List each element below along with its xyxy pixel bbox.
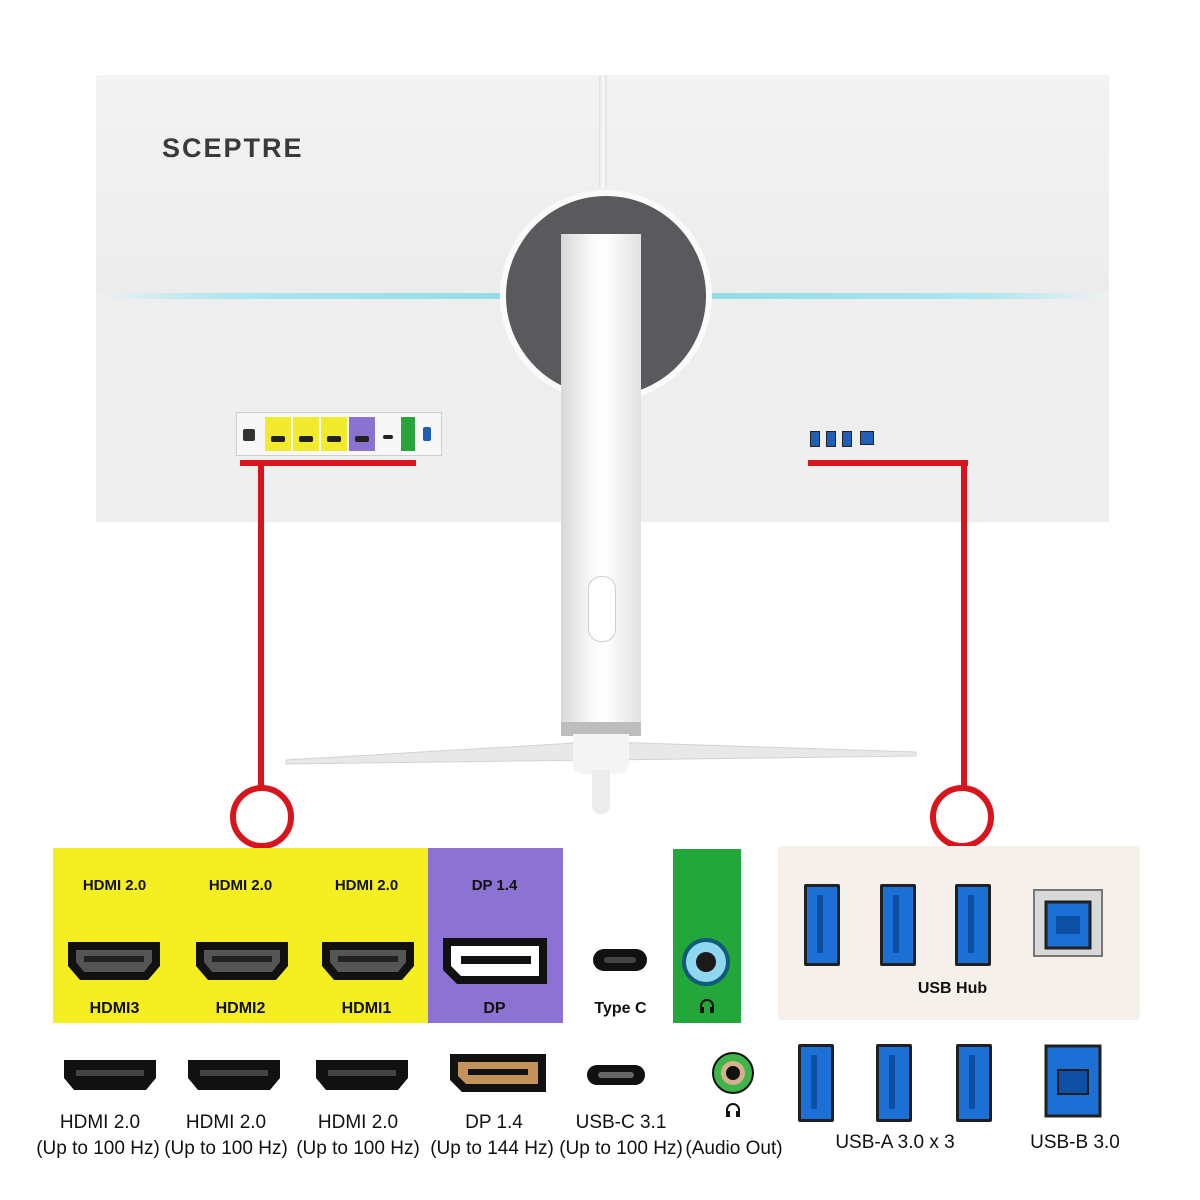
usb-a-port-icon (798, 1044, 834, 1122)
port-label-hdmi1: HDMI1 (341, 1000, 392, 1017)
stand-collar (561, 722, 641, 736)
bottom-label-usb-a: USB-A 3.0 x 3 (835, 1132, 955, 1153)
usb-a-port-icon (956, 1044, 992, 1122)
bottom-label-hdmi-3: HDMI 2.0 (59, 1112, 141, 1133)
port-title-dp: DP 1.4 (471, 877, 518, 894)
bottom-label-usb-c: USB-C 3.1 (575, 1112, 667, 1133)
monitor-usb-strip (810, 431, 882, 449)
bottom-label-audio-out: (Audio Out) (685, 1138, 783, 1159)
hdmi-port-icon (196, 942, 288, 980)
ambient-light-strip-left (96, 293, 526, 299)
callout-line-right-top (808, 460, 968, 466)
usb-a-thumb (810, 431, 820, 447)
port-label-dp: DP (483, 1000, 506, 1017)
usb-b-3-port-icon (1044, 1044, 1102, 1118)
stand-front-leg (592, 770, 610, 814)
bottom-label-hdmi-1: HDMI 2.0 (317, 1112, 399, 1133)
port-label-type-c: Type C (594, 1000, 647, 1017)
audio-jack-icon (682, 938, 730, 986)
stand-neck (561, 234, 641, 734)
usb-c-cable-port-icon (587, 1065, 645, 1085)
port-title-hdmi1: HDMI 2.0 (334, 877, 399, 894)
callout-line-right-vertical (961, 460, 967, 790)
hdmi3-port-thumb (265, 417, 291, 451)
dp-port-thumb (349, 417, 375, 451)
hdmi2-port-thumb (293, 417, 319, 451)
monitor-port-strip (236, 412, 442, 456)
audio-port-thumb (401, 417, 415, 451)
hdmi-ports-panel (53, 848, 428, 1023)
hdmi1-port-thumb (321, 417, 347, 451)
cable-management-slot (588, 576, 616, 642)
power-port-icon (243, 429, 255, 441)
usb-port-thumb (423, 427, 431, 441)
bottom-label-hdmi-1-rate: (Up to 100 Hz) (296, 1138, 420, 1159)
bottom-label-hdmi-2-rate: (Up to 100 Hz) (164, 1138, 288, 1159)
usb-b-thumb (860, 431, 874, 445)
usb-b-port-icon (1033, 889, 1103, 957)
callout-line-left-vertical (258, 460, 264, 790)
bottom-label-usb-b: USB-B 3.0 (1030, 1132, 1120, 1153)
usb-a-port-icon (804, 884, 840, 966)
monitor-seam (599, 75, 607, 187)
dp-port-panel (428, 848, 563, 1023)
brand-logo: SCEPTRE (162, 133, 304, 163)
usb-c-port-icon (593, 949, 647, 971)
type-c-port-thumb (383, 435, 393, 439)
usb-a-thumb (826, 431, 836, 447)
usb-a-port-icon (880, 884, 916, 966)
usb-hub-label: USB Hub (917, 980, 988, 997)
headphones-icon (726, 1103, 740, 1117)
hdmi-port-icon (68, 942, 160, 980)
usb-a-port-icon (876, 1044, 912, 1122)
usb-a-thumb (842, 431, 852, 447)
hdmi-cable-port-icon (188, 1060, 280, 1090)
port-label-hdmi2: HDMI2 (215, 1000, 266, 1017)
bottom-label-dp-rate: (Up to 144 Hz) (430, 1138, 554, 1159)
headphones-icon (700, 999, 714, 1013)
bottom-label-dp: DP 1.4 (465, 1112, 523, 1133)
bottom-label-hdmi-3-rate: (Up to 100 Hz) (36, 1138, 160, 1159)
audio-port-panel (673, 849, 741, 1023)
port-title-hdmi2: HDMI 2.0 (208, 877, 273, 894)
ambient-light-strip-right (696, 293, 1109, 299)
hdmi-cable-port-icon (64, 1060, 156, 1090)
audio-out-jack-icon (712, 1052, 754, 1094)
port-label-hdmi3: HDMI3 (89, 1000, 140, 1017)
callout-circle-left (230, 785, 294, 849)
displayport-cable-port-icon (450, 1054, 546, 1092)
displayport-icon (443, 938, 547, 984)
port-title-hdmi3: HDMI 2.0 (82, 877, 147, 894)
hdmi-port-icon (322, 942, 414, 980)
stand-base (573, 734, 629, 774)
bottom-label-usb-c-rate: (Up to 100 Hz) (559, 1138, 683, 1159)
hdmi-cable-port-icon (316, 1060, 408, 1090)
usb-a-port-icon (955, 884, 991, 966)
bottom-label-hdmi-2: HDMI 2.0 (185, 1112, 267, 1133)
callout-line-left-top (240, 460, 416, 466)
callout-circle-right (930, 785, 994, 849)
